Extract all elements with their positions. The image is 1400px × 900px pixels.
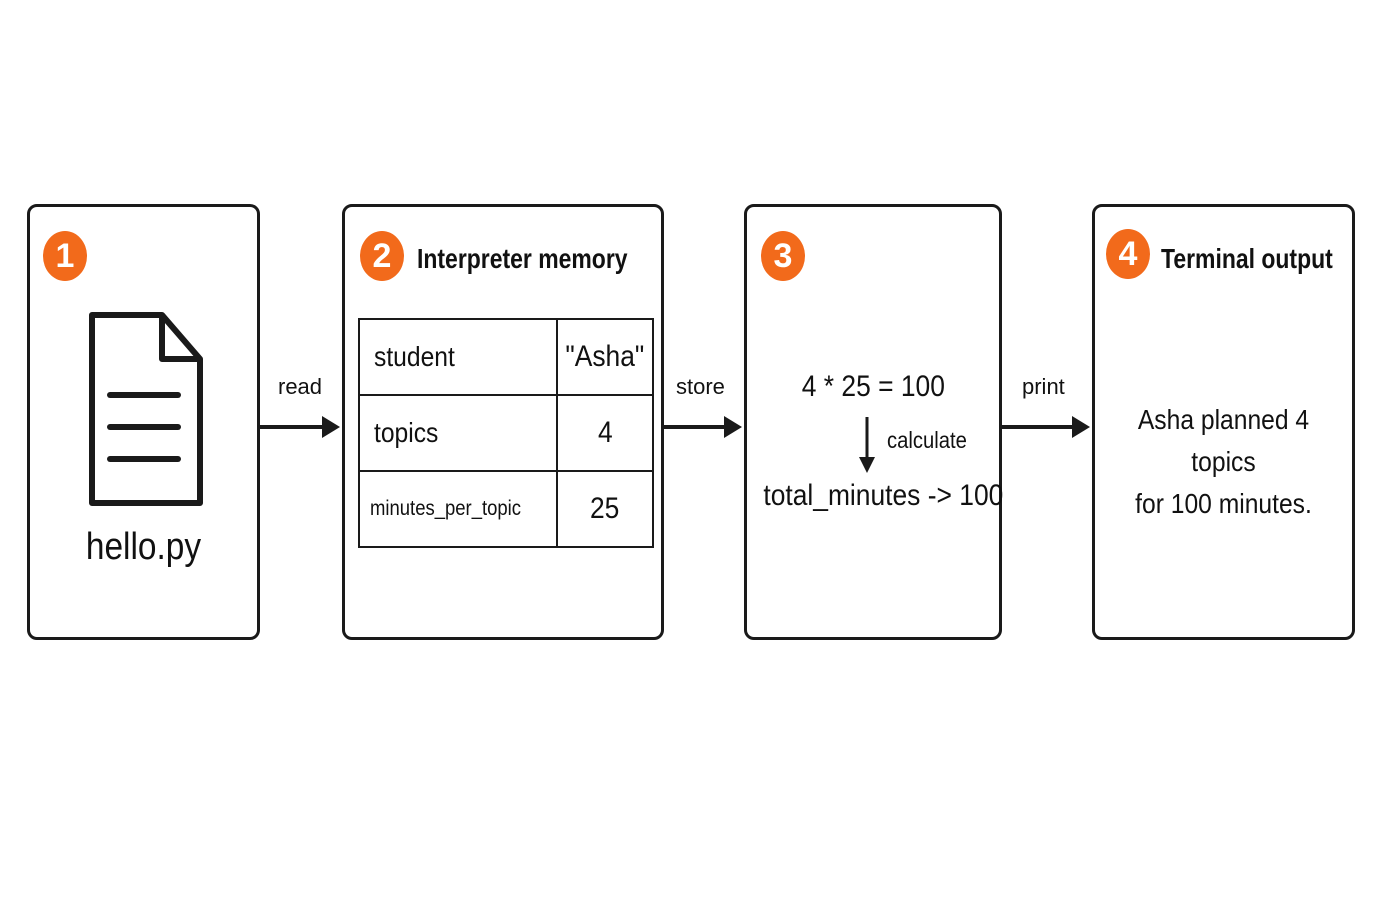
calc-expression: 4 * 25 = 100 bbox=[801, 370, 945, 403]
panel-interpreter-memory: 2 Interpreter memory student "Asha" topi… bbox=[342, 204, 664, 640]
variable-value: 25 bbox=[556, 470, 654, 548]
calc-label: calculate bbox=[887, 427, 967, 453]
variable-value: 4 bbox=[556, 394, 654, 472]
arrow-right-icon bbox=[260, 416, 340, 438]
arrow-right-icon bbox=[1002, 416, 1090, 438]
table-row: topics 4 bbox=[358, 394, 654, 472]
output-line: for 100 minutes. bbox=[1135, 488, 1312, 519]
table-row: student "Asha" bbox=[358, 318, 654, 396]
memory-table: student "Asha" topics 4 minutes_per_topi… bbox=[358, 318, 654, 548]
table-row: minutes_per_topic 25 bbox=[358, 470, 654, 548]
variable-value: "Asha" bbox=[556, 318, 654, 396]
arrow-right-icon bbox=[664, 416, 742, 438]
variable-name: topics bbox=[358, 394, 558, 472]
output-line: Asha planned 4 topics bbox=[1137, 404, 1310, 477]
arrow-down-icon bbox=[859, 417, 875, 473]
calc-result: total_minutes -> 100 bbox=[763, 479, 1004, 512]
file-name: hello.py bbox=[85, 526, 202, 568]
document-icon bbox=[89, 312, 203, 506]
step-badge-4: 4 bbox=[1106, 229, 1150, 279]
step-badge-2: 2 bbox=[360, 231, 404, 281]
step-badge-1: 1 bbox=[43, 231, 87, 281]
panel-title-terminal: Terminal output bbox=[1161, 243, 1333, 274]
connector-label-print: print bbox=[1022, 374, 1065, 399]
terminal-output: Asha planned 4 topics for 100 minutes. bbox=[1095, 399, 1352, 525]
variable-name: minutes_per_topic bbox=[358, 470, 558, 548]
step-badge-3: 3 bbox=[761, 231, 805, 281]
panel-source-file: 1 hello.py bbox=[27, 204, 260, 640]
panel-calculation: 3 4 * 25 = 100 calculate total_minutes -… bbox=[744, 204, 1004, 640]
connector-label-read: read bbox=[278, 374, 323, 399]
panel-terminal-output: 4 Terminal output Asha planned 4 topics … bbox=[1092, 204, 1355, 640]
variable-name: student bbox=[358, 318, 558, 396]
panel-title-memory: Interpreter memory bbox=[417, 243, 628, 274]
connector-label-store: store bbox=[676, 374, 725, 399]
